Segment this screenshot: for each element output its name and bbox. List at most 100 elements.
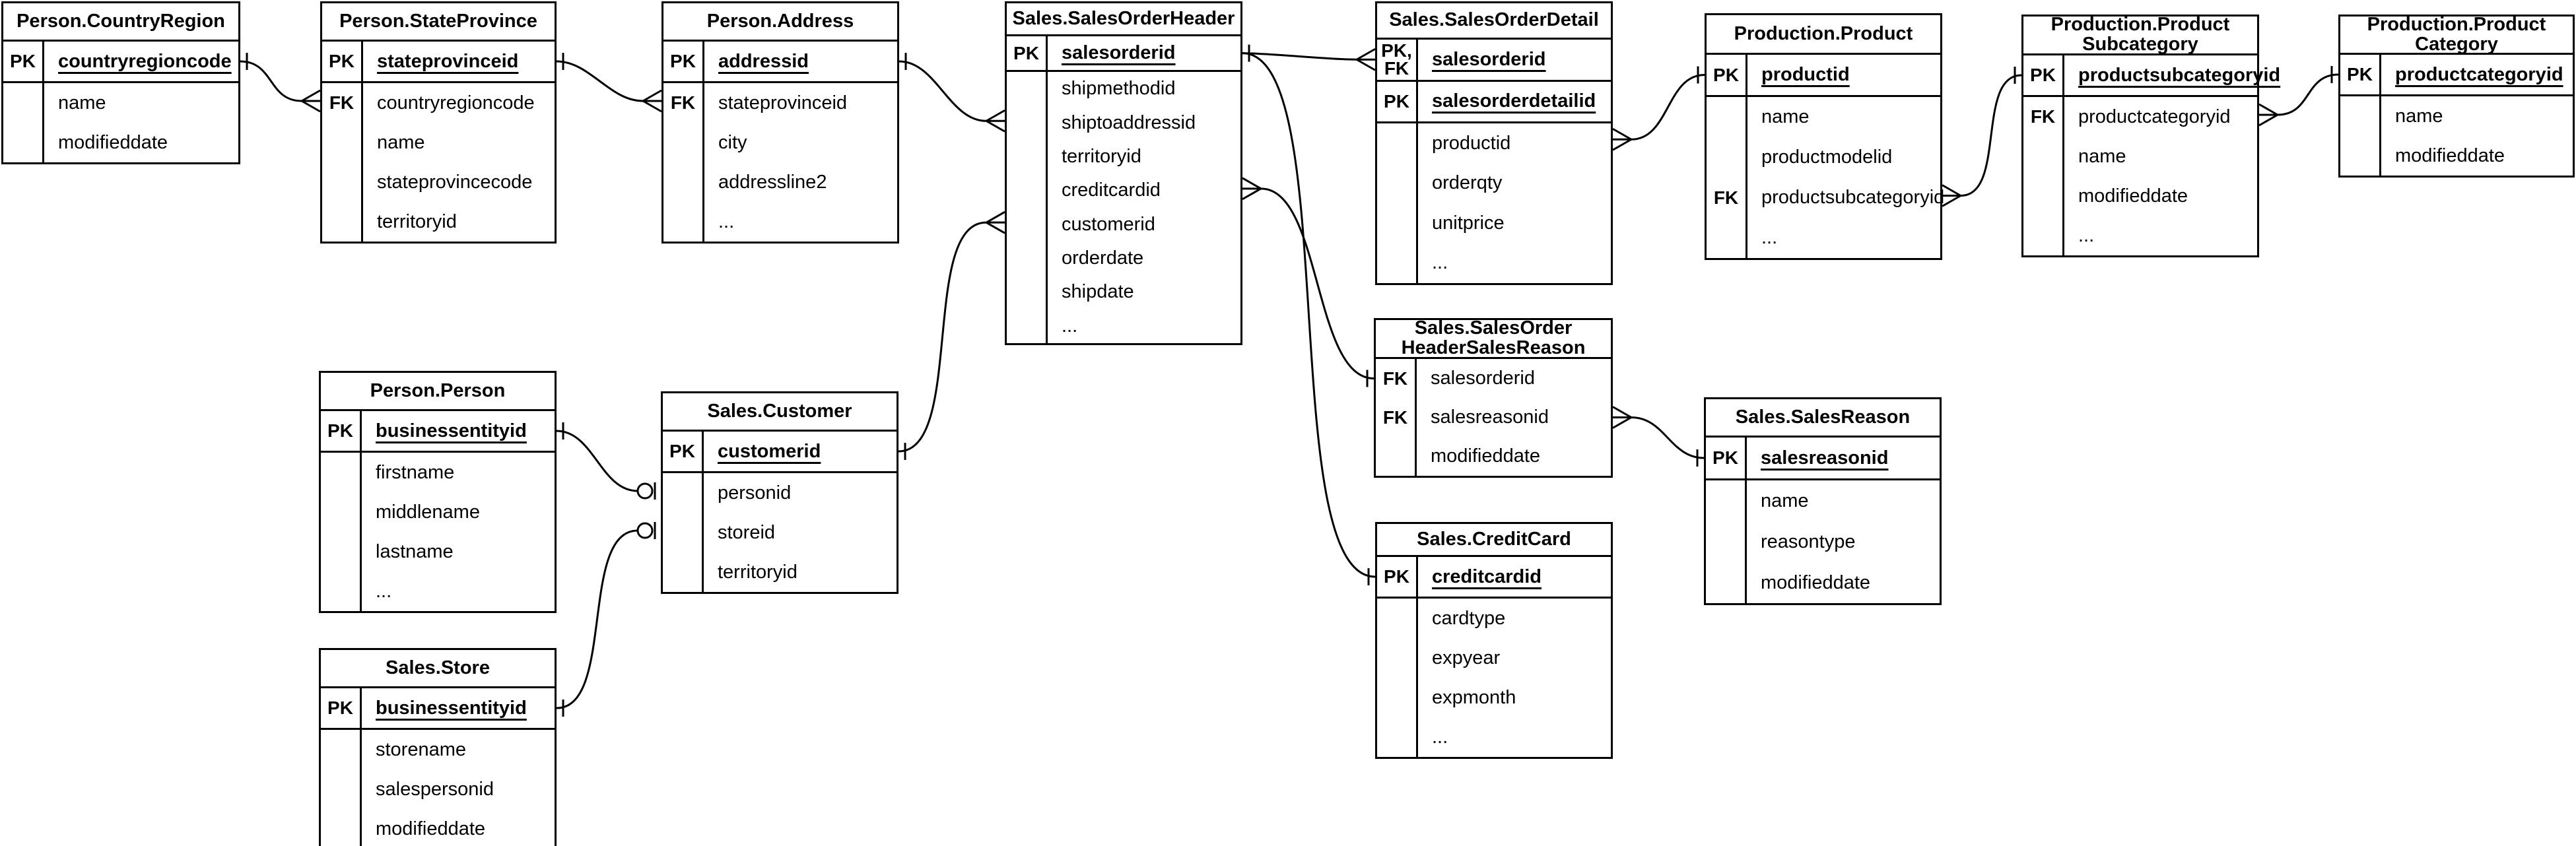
entity-table-sales_salesorderheadersalesreason[interactable]: Sales.SalesOrder HeaderSalesReason FK sal… [1374,318,1613,478]
field-name: name [377,131,425,153]
key-cell: FK [322,83,363,123]
key-cell [2340,96,2381,136]
key-cell [321,492,362,532]
key-cell [321,453,362,492]
field-name: productsubcategoryid [2078,64,2281,86]
table-title: Person.Address [663,3,897,42]
table-title: Production.Product Subcategory [2023,15,2257,55]
key-cell: PK [321,688,362,728]
field-name: businessentityid [376,420,527,441]
field-row: expmonth [1377,678,1611,717]
key-cell [1007,309,1048,343]
field-row: orderdate [1007,241,1240,276]
table-title: Sales.Customer [663,393,897,432]
table-section: PK creditcardid [1377,557,1611,597]
key-cell: PK [1377,557,1418,597]
field-name: middlename [376,501,480,523]
key-cell [1377,678,1418,717]
key-cell [3,123,44,162]
key-cell: PK, FK [1377,40,1418,80]
key-cell [1376,437,1417,476]
field-row: ... [1377,243,1611,283]
table-title: Production.Product [1707,15,1940,55]
field-name: creditcardid [1432,566,1542,587]
key-cell: FK [1376,359,1417,398]
table-title: Sales.SalesOrder HeaderSalesReason [1376,319,1611,359]
field-row: addressline2 [663,162,897,202]
key-cell [3,83,44,123]
field-name: cardtype [1432,607,1506,629]
key-cell: PK [3,42,44,81]
key-cell: PK [2023,55,2064,95]
key-cell [1007,241,1048,276]
field-name: salesreasonid [1431,407,1549,428]
field-name: orderdate [1062,247,1144,269]
field-name: territoryid [1062,146,1141,168]
key-cell [2023,216,2064,255]
key-cell [1707,97,1747,137]
key-cell [663,202,704,242]
key-cell [321,769,362,809]
field-row: ... [2023,216,2257,255]
entity-table-production_productsubcategory[interactable]: Production.Product Subcategory PK product… [2021,15,2280,257]
field-name: ... [1062,315,1078,337]
key-cell [1007,207,1048,242]
relationship-sales_salesorderheader-sales_creditcard [1242,52,1376,585]
field-row: modifieddate [2340,136,2573,176]
field-row: shipmethodid [1007,72,1240,106]
field-name: ... [1432,252,1448,274]
key-cell [321,730,362,769]
table-title: Sales.SalesReason [1706,399,1940,438]
relationship-production_product-production_productsubcategory [1942,67,2022,207]
key-cell [1007,275,1048,309]
key-cell [1377,123,1418,164]
field-name: modifieddate [1761,571,1871,593]
field-row: storename [321,730,555,769]
field-name: name [1761,106,1810,127]
table-title: Person.CountryRegion [3,3,238,42]
key-cell: PK [663,432,704,471]
key-cell [1377,638,1418,678]
field-name: customerid [1062,213,1155,235]
key-cell [1707,137,1747,178]
key-cell [2023,176,2064,216]
key-cell: FK [2023,97,2064,137]
key-cell: FK [1707,178,1747,218]
key-cell [663,162,704,202]
field-row: productid [1377,123,1611,164]
field-name: expyear [1432,647,1501,668]
field-name: ... [1761,227,1778,248]
key-cell [663,473,704,513]
